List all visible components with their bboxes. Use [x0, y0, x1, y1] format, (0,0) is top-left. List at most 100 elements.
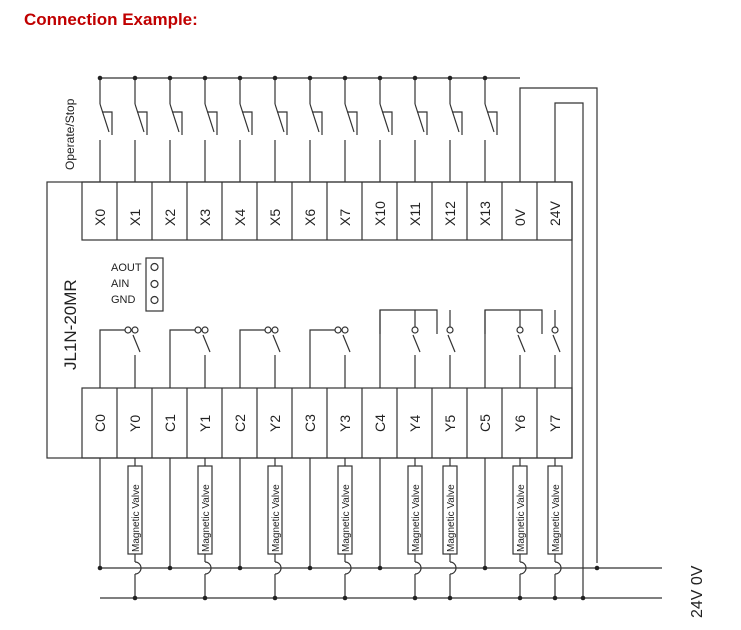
junction-dot	[412, 75, 418, 81]
junction-dot	[412, 595, 418, 601]
relay-contact-terminal	[124, 326, 132, 334]
output-terminal-label: Y2	[267, 415, 283, 432]
input-terminal-label: X2	[162, 209, 178, 226]
input-terminal-label: X5	[267, 209, 283, 226]
output-terminal-label: Y3	[337, 415, 353, 432]
wire-crossover	[204, 561, 212, 575]
junction-dot	[237, 565, 243, 571]
input-terminal-label: X1	[127, 209, 143, 226]
wire-crossover	[519, 561, 527, 575]
junction-dot	[132, 595, 138, 601]
switch-contact	[309, 103, 320, 133]
switch-contact	[344, 103, 355, 133]
switch-contact	[274, 103, 285, 133]
wire-crossover	[134, 561, 142, 575]
switch-contact	[239, 103, 250, 133]
wire-24v	[554, 102, 584, 598]
junction-dot	[272, 595, 278, 601]
wire-0v	[519, 87, 598, 563]
junction-dot	[482, 565, 488, 571]
junction-dot	[377, 75, 383, 81]
analog-label-aout: AOUT	[111, 262, 142, 274]
junction-dot	[132, 75, 138, 81]
relay-contact	[272, 334, 281, 353]
junction-dot	[202, 595, 208, 601]
junction-dot	[342, 75, 348, 81]
page-title: Connection Example:	[24, 10, 198, 29]
switch-contact	[414, 103, 425, 133]
switch-contact	[99, 103, 110, 133]
analog-label-gnd: GND	[111, 294, 136, 306]
switch-label: Operate/Stop	[63, 98, 77, 170]
output-terminal-label: C4	[372, 414, 388, 432]
wire-crossover	[449, 561, 457, 575]
input-terminal-label: X13	[477, 201, 493, 226]
wire-crossover	[414, 561, 422, 575]
junction-dot	[307, 75, 313, 81]
junction-dot	[377, 565, 383, 571]
input-terminal-label: X6	[302, 209, 318, 226]
relay-contact	[517, 334, 526, 353]
magnetic-valve-label: Magnetic Valve	[131, 484, 142, 552]
relay-contact	[202, 334, 211, 353]
magnetic-valve-label: Magnetic Valve	[446, 484, 457, 552]
switch-contact	[134, 103, 145, 133]
input-terminal-label: X12	[442, 201, 458, 226]
junction-dot	[97, 75, 103, 81]
junction-dot	[272, 75, 278, 81]
relay-contact-terminal	[194, 326, 202, 334]
input-terminal-label: X4	[232, 209, 248, 226]
switch-contact	[449, 103, 460, 133]
relay-contact-terminal	[334, 326, 342, 334]
magnetic-valve-label: Magnetic Valve	[551, 484, 562, 552]
wire-crossover	[344, 561, 352, 575]
input-terminal-label: X11	[407, 202, 423, 226]
output-terminal-label: Y4	[407, 415, 423, 432]
output-terminal-label: C5	[477, 414, 493, 432]
input-terminal-label: 0V	[512, 208, 528, 226]
junction-dot	[167, 75, 173, 81]
output-terminal-label: C3	[302, 414, 318, 432]
relay-contact-terminal	[264, 326, 272, 334]
output-terminal-label: C2	[232, 414, 248, 432]
junction-dot	[517, 595, 523, 601]
input-terminal-label: X7	[337, 209, 353, 226]
junction-dot	[580, 595, 586, 601]
junction-dot	[447, 595, 453, 601]
wire-crossover	[274, 561, 282, 575]
output-terminal-label: Y6	[512, 415, 528, 432]
analog-connector	[145, 257, 164, 312]
relay-contact	[342, 334, 351, 353]
junction-dot	[237, 75, 243, 81]
relay-contact	[132, 334, 141, 353]
switch-contact	[169, 103, 180, 133]
junction-dot	[447, 75, 453, 81]
relay-contact	[552, 334, 561, 353]
relay-contact	[447, 334, 456, 353]
input-terminal-label: 24V	[547, 200, 563, 226]
junction-dot	[97, 565, 103, 571]
model-label: JL1N-20MR	[61, 279, 80, 370]
output-terminal-label: Y1	[197, 415, 213, 432]
input-terminal-label: X0	[92, 209, 108, 226]
output-terminal-label: Y7	[547, 415, 563, 432]
relay-contact	[412, 334, 421, 353]
analog-label-ain: AIN	[111, 278, 129, 290]
output-terminal-label: Y5	[442, 415, 458, 432]
magnetic-valve-label: Magnetic Valve	[411, 484, 422, 552]
junction-dot	[594, 565, 600, 571]
input-terminal-label: X3	[197, 209, 213, 226]
magnetic-valve-label: Magnetic Valve	[341, 484, 352, 552]
switch-contact	[204, 103, 215, 133]
junction-dot	[202, 75, 208, 81]
magnetic-valve-label: Magnetic Valve	[271, 484, 282, 552]
junction-dot	[342, 595, 348, 601]
junction-dot	[482, 75, 488, 81]
switch-contact	[379, 103, 390, 133]
output-terminal-label: Y0	[127, 415, 143, 432]
switch-contact	[484, 103, 495, 133]
junction-dot	[307, 565, 313, 571]
input-terminal-label: X10	[372, 201, 388, 226]
wire-crossover	[554, 561, 562, 575]
